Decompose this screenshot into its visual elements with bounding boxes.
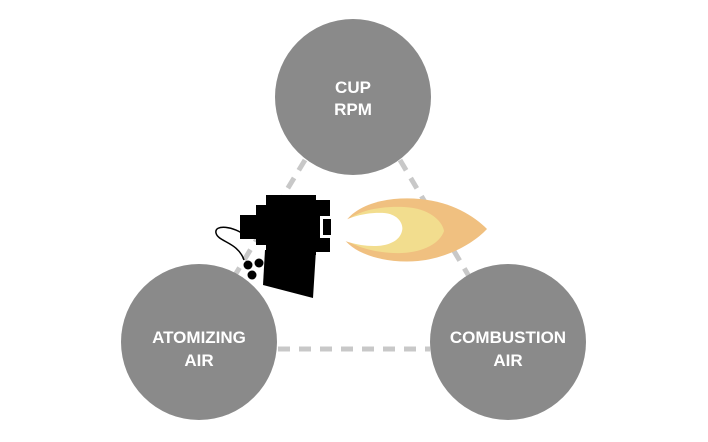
burner-nozzle-tip	[323, 219, 331, 235]
burner-upper-body	[266, 195, 316, 255]
node-label-line-1: CUP	[335, 78, 371, 97]
burner-fitting	[243, 260, 253, 270]
node-label-line-2: AIR	[184, 351, 213, 370]
node-label-line-1: ATOMIZING	[152, 328, 246, 347]
node-label-line-2: AIR	[493, 351, 522, 370]
node-circle	[275, 19, 431, 175]
node-label-line-2: RPM	[334, 100, 372, 119]
node-circle	[430, 264, 586, 420]
node-circle	[121, 264, 277, 420]
flame-core	[330, 212, 403, 246]
burner-fitting	[247, 270, 257, 280]
node-label-line-1: COMBUSTION	[450, 328, 566, 347]
node-cup-rpm: CUP RPM	[275, 19, 431, 175]
node-atomizing-air: ATOMIZING AIR	[121, 264, 277, 420]
flame-icon	[330, 198, 487, 262]
burner-icon	[215, 195, 334, 298]
burner-lower-body	[263, 250, 316, 298]
burner-fitting	[254, 258, 264, 268]
node-combustion-air: COMBUSTION AIR	[430, 264, 586, 420]
burner-cable	[215, 226, 247, 261]
